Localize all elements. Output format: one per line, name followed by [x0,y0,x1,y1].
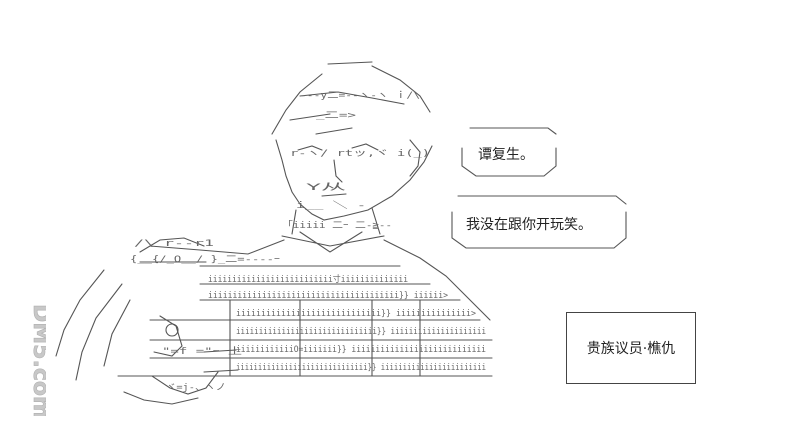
robe-pleats [229,299,421,377]
ascii-texture: iiiiiiiiiiiiiiiiiiiiiiiiiiiiii}} iiiiiii… [236,363,486,373]
right-eye [351,143,379,151]
robe-top-line [199,265,461,301]
caption-text: 贵族议员·樵仇 [586,341,676,357]
ascii-texture: iiiiiiiiiiiiO=iiiiiii}} iiiiiiiiiiiiiiii… [236,345,486,355]
ascii-texture: iiiiiiiiiiiiiiiiiiiiiiiiii寸iiiiiiiiiiiii… [208,273,408,285]
right-ear [409,139,421,177]
left-eye [297,145,323,151]
left-arm [55,269,123,381]
collar [281,231,385,253]
button-ornament [165,323,179,337]
ascii-texture: ヾ=j-、ヽノ [166,383,226,393]
hand [117,315,219,395]
hair-outline [271,61,431,135]
ascii-texture: _二=> [316,111,357,121]
ascii-texture: iiiiiiiiiiiiiiiiiiiiiiiiiiiiiiiiiiiiiii}… [208,291,449,301]
speech-bubble-1-text: 谭复生。 [478,147,534,163]
speech-bubble-2-text: 我没在跟你开玩笑。 [466,217,592,233]
ascii-texture: r-ヽ/ rtッ,ヾ i(_) [290,149,430,159]
hand-detail [123,391,199,405]
speech-bubble-1-outline [461,127,557,177]
nose [333,159,343,183]
face-outline [275,139,433,221]
ascii-texture: 「iiiii 二ｰ 二-≧-- [282,220,392,231]
dm5-watermark-logo: DM5.com [28,304,46,416]
mouth [321,193,347,197]
ascii-texture: i__ ＼ - [296,200,366,211]
robe-shoulders [149,239,491,321]
ascii-texture: iiiiiiiiiiiiiiiiiiiiiiiiiiiiiii}} iiiiii… [236,327,486,337]
wrist-lines [203,349,239,373]
hair-strands [289,91,405,135]
ascii-texture: "=f ="ｰ 上 [162,346,242,357]
speech-bubble-2-outline [451,195,627,249]
watermark-text: DM5.com [28,304,46,416]
shoulder-ornament [139,237,207,263]
left-arm-inner [103,299,131,367]
caption-box: 贵族议员·樵仇 [566,312,696,384]
ascii-texture: Y从 [306,182,346,193]
robe-mid-lines [149,319,493,377]
neck [291,207,381,235]
ascii-texture: iiiiiiiiiiiiiiiiiiiiiiiiiiiii}} iiiiiiii… [236,309,477,319]
ascii-texture: ---y二=--ヽ-ヽ ｉ/\ [300,90,420,101]
ascii-texture: /\ r--r1 [134,239,214,249]
ascii-texture: {__{/_O__/ }_二=----ｰ [130,255,281,265]
